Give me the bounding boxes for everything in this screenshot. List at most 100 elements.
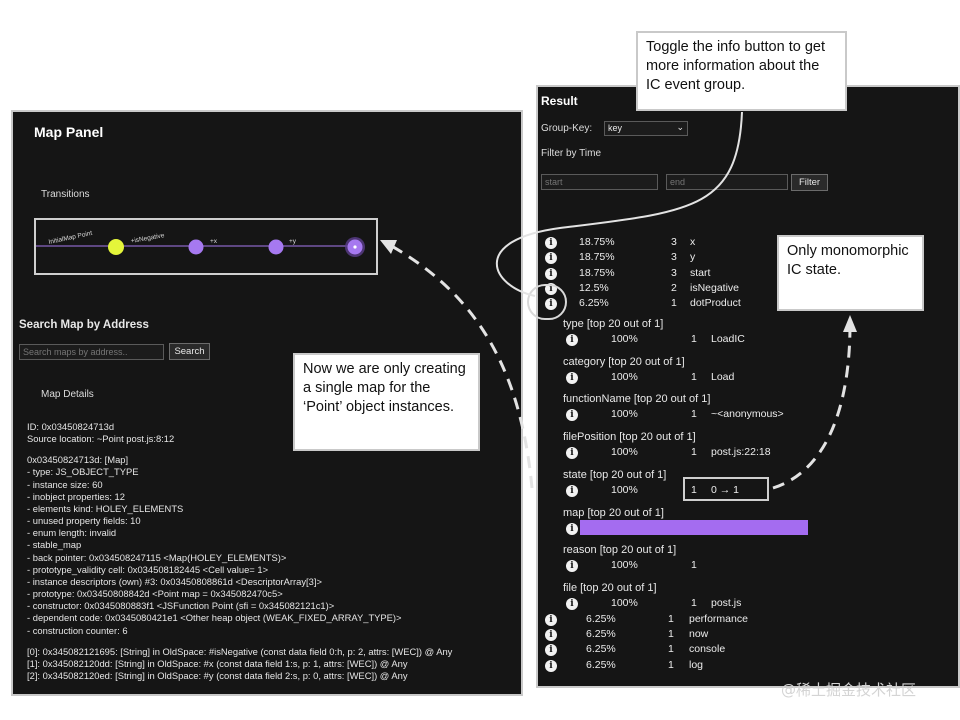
- row-percent: 18.75%: [579, 236, 615, 248]
- row-name: y: [690, 251, 696, 264]
- map-details-line: [1]: 0x345082120dd: [String] in OldSpace…: [27, 657, 408, 669]
- map-details-line: [0]: 0x345082121695: [String] in OldSpac…: [27, 645, 453, 657]
- row-name: post.js:22:18: [711, 446, 771, 459]
- info-button-highlight-ring: [527, 284, 567, 320]
- map-details-title: Map Details: [41, 389, 94, 400]
- map-node-x: [268, 239, 284, 255]
- section-header: state [top 20 out of 1]: [563, 468, 667, 481]
- row-name: LoadIC: [711, 333, 745, 345]
- info-button-icon[interactable]: i: [545, 237, 557, 249]
- callout-single-map: Now we are only creating a single map fo…: [293, 353, 480, 451]
- info-button-icon[interactable]: i: [566, 409, 578, 422]
- row-name: post.js: [711, 596, 742, 609]
- map-node-selected-dot: [353, 245, 357, 249]
- row-name: performance: [689, 613, 748, 625]
- map-details-line: 0x03450824713d: [Map]: [27, 454, 129, 466]
- info-button-icon[interactable]: i: [545, 629, 557, 642]
- section-header: filePosition [top 20 out of 1]: [563, 431, 696, 444]
- info-button-icon[interactable]: i: [566, 597, 578, 610]
- search-button[interactable]: Search: [169, 343, 210, 360]
- row-count: 1: [671, 297, 677, 310]
- row-percent: 100%: [611, 333, 638, 345]
- row-name: ~<anonymous>: [711, 408, 784, 421]
- row-percent: 6.25%: [586, 628, 616, 641]
- section-header: type [top 20 out of 1]: [563, 318, 664, 330]
- row-name: log: [689, 658, 704, 671]
- info-button-icon[interactable]: i: [545, 252, 557, 265]
- row-percent: 6.25%: [579, 297, 609, 310]
- map-arrow-head: [380, 240, 397, 254]
- row-name: dotProduct: [690, 297, 741, 310]
- transition-graph: InitialMap Point +isNegative +x +y: [35, 230, 365, 257]
- info-button-icon[interactable]: i: [545, 614, 557, 626]
- row-count: 3: [671, 236, 677, 248]
- info-button-icon[interactable]: i: [566, 371, 578, 384]
- row-name: now: [689, 628, 709, 641]
- map-details-line: - elements kind: HOLEY_ELEMENTS: [27, 502, 184, 514]
- chevron-down-icon: ⌄: [676, 122, 684, 132]
- row-name: x: [690, 236, 696, 248]
- row-percent: 100%: [611, 446, 638, 459]
- result-panel: Result Group-Key: key ⌄ Filter by Time F…: [536, 85, 960, 688]
- info-button-icon[interactable]: i: [566, 484, 578, 497]
- row-name: isNegative: [690, 281, 740, 294]
- row-name: 0 → 1: [711, 483, 740, 496]
- row-percent: 100%: [611, 370, 638, 383]
- callout-monomorphic: Only monomorphic IC state.: [777, 235, 924, 311]
- map-details-line: - instance size: 60: [27, 478, 103, 490]
- section-header: category [top 20 out of 1]: [563, 355, 685, 368]
- map-details-line: - constructor: 0x0345080883f1 <JSFunctio…: [27, 600, 335, 612]
- map-details-line: - prototype: 0x03450808842d <Point map =…: [27, 588, 283, 600]
- section-header: reason [top 20 out of 1]: [563, 544, 677, 557]
- map-details-line: - instance descriptors (own) #3: 0x03450…: [27, 575, 322, 587]
- info-button-icon[interactable]: i: [566, 522, 578, 535]
- map-details-line: [2]: 0x345082120ed: [String] in OldSpace…: [27, 669, 408, 681]
- state-arrow-head: [843, 315, 857, 332]
- end-time-input[interactable]: [666, 174, 788, 190]
- row-percent: 100%: [611, 596, 638, 609]
- filter-by-time-label: Filter by Time: [541, 148, 602, 159]
- row-count: 3: [671, 251, 677, 264]
- search-maps-input[interactable]: [19, 344, 164, 360]
- map-details-line: - prototype_validity cell: 0x03450818244…: [27, 563, 269, 575]
- info-button-icon[interactable]: i: [545, 644, 557, 657]
- info-leader-line: [495, 111, 743, 297]
- info-button-icon[interactable]: i: [566, 560, 578, 573]
- info-button-icon[interactable]: i: [566, 447, 578, 460]
- filter-button[interactable]: Filter: [791, 174, 828, 191]
- transition-graph-highlight: [34, 218, 378, 275]
- row-percent: 6.25%: [586, 658, 616, 671]
- result-title: Result: [541, 94, 578, 108]
- row-count: 1: [691, 596, 697, 609]
- row-count: 1: [668, 613, 674, 625]
- row-count: 2: [671, 281, 677, 294]
- row-count: 1: [691, 370, 697, 383]
- info-button-icon[interactable]: i: [566, 334, 578, 346]
- section-header: file [top 20 out of 1]: [563, 581, 657, 594]
- state-arrow-dashed: [772, 324, 852, 490]
- row-percent: 12.5%: [579, 281, 609, 294]
- row-count: 3: [671, 266, 677, 279]
- row-percent: 100%: [611, 408, 638, 421]
- row-count: 1: [668, 658, 674, 671]
- row-percent: 6.25%: [586, 643, 616, 656]
- row-name: Load: [711, 370, 735, 383]
- map-row-highlight: [580, 520, 808, 535]
- row-count: 1: [691, 333, 697, 345]
- map-panel-title: Map Panel: [34, 124, 104, 140]
- group-key-select[interactable]: key ⌄: [604, 121, 688, 136]
- row-count: 1: [691, 446, 697, 459]
- map-details-line: Source location: ~Point post.js:8:12: [27, 433, 175, 445]
- edge-label-x: +x: [210, 238, 218, 245]
- row-percent: 18.75%: [579, 251, 615, 264]
- row-percent: 100%: [611, 559, 638, 572]
- row-percent: 6.25%: [586, 613, 616, 625]
- info-button-icon[interactable]: i: [545, 659, 557, 672]
- map-details-line: - type: JS_OBJECT_TYPE: [27, 466, 139, 478]
- row-count: 1: [668, 628, 674, 641]
- start-time-input[interactable]: [541, 174, 658, 190]
- info-button-icon[interactable]: i: [545, 267, 557, 280]
- state-highlight: [683, 477, 769, 501]
- watermark: @稀土掘金技术社区: [781, 681, 917, 699]
